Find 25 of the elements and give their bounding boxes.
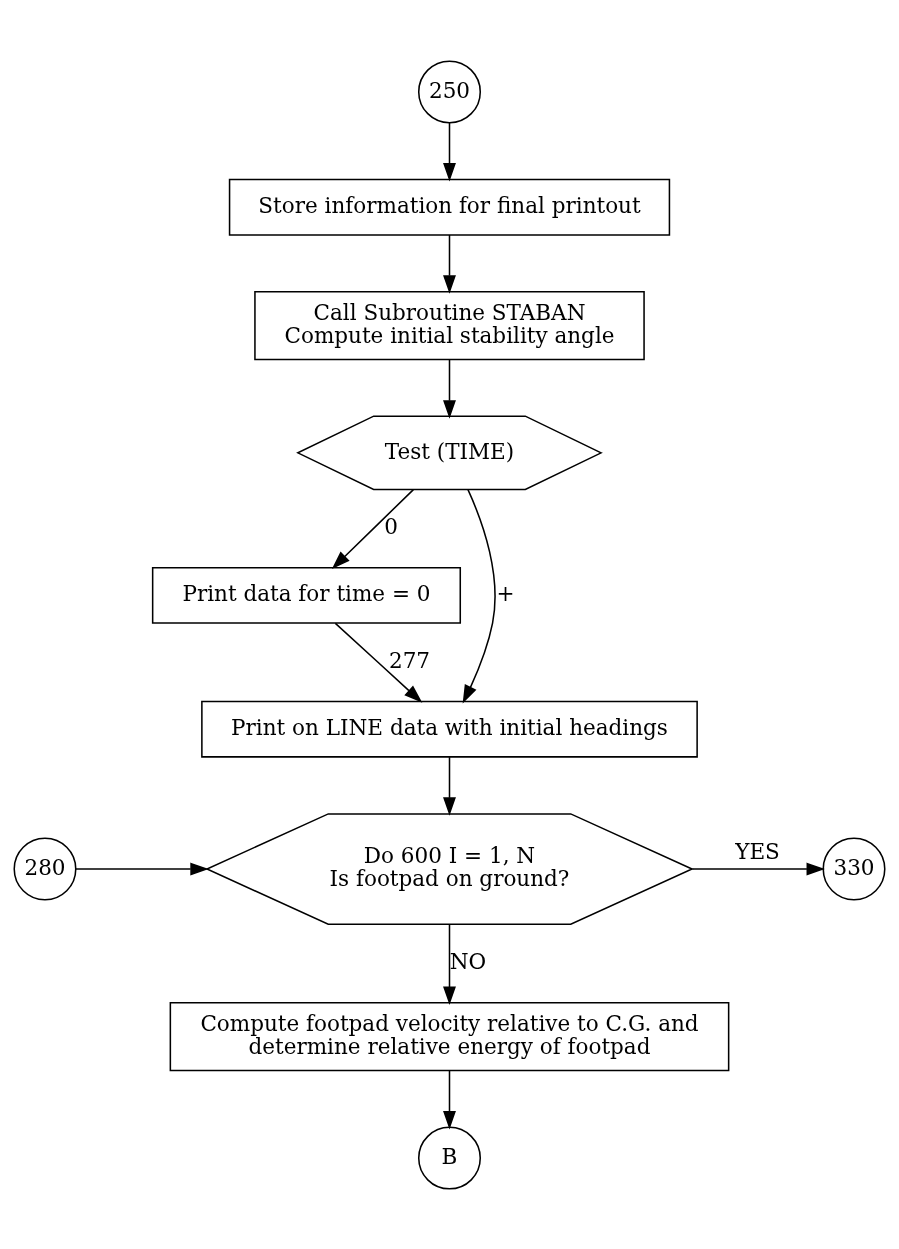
edge-label: NO	[449, 948, 487, 974]
arrow	[443, 1069, 456, 1129]
arrow	[462, 488, 496, 704]
node-box: Call Subroutine STABAN Compute initial stability angle	[254, 290, 645, 360]
node-box: Compute footpad velocity relative to C.G. and determine relative energy of footpad	[169, 1001, 730, 1071]
arrow	[75, 862, 209, 875]
arrow	[331, 488, 415, 569]
arrow	[691, 862, 825, 875]
node-box: Store information for final printout	[228, 178, 671, 236]
arrow	[334, 622, 423, 703]
edge-label: YES	[735, 838, 780, 864]
node-circle: 280	[13, 837, 77, 901]
edge-label: 277	[388, 647, 431, 673]
edge-label: +	[496, 580, 515, 606]
node-circle: 250	[417, 59, 482, 123]
edge-label: 0	[384, 513, 398, 539]
node-circle: 330	[822, 837, 886, 901]
arrow	[443, 121, 456, 181]
node-box: Print data for time = 0	[151, 566, 462, 624]
arrow	[443, 358, 456, 419]
node-circle: B	[417, 1126, 482, 1190]
arrow	[443, 755, 456, 816]
arrow	[443, 233, 456, 294]
node-box: Print on LINE data with initial headings	[201, 700, 698, 758]
arrow	[443, 923, 456, 1005]
